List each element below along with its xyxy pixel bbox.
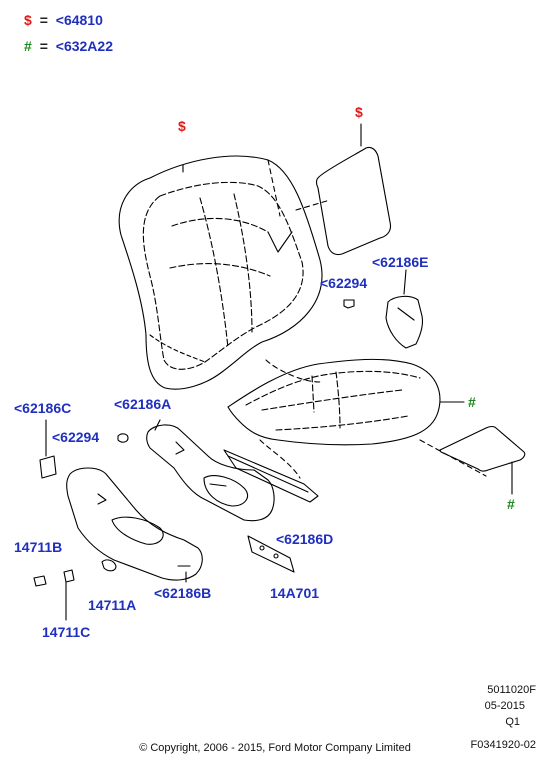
- hash-marker-pad: #: [507, 496, 515, 512]
- callout-62186a[interactable]: <62186A: [114, 396, 172, 412]
- dollar-marker-backrest: $: [178, 118, 186, 134]
- hash-marker-cushion: #: [468, 394, 476, 410]
- doc-code: 5011020F: [487, 684, 536, 696]
- outer-shield: [66, 467, 203, 583]
- small-parts: [33, 299, 355, 621]
- hash-symbol: #: [24, 38, 32, 54]
- dollar-marker-panel: $: [355, 104, 363, 120]
- legend-code: <632A22: [55, 38, 113, 54]
- legend-row-hash: # = <632A22: [24, 38, 113, 54]
- figure-id: F0341920-02: [470, 739, 536, 751]
- callout-62186e[interactable]: <62186E: [372, 254, 429, 270]
- seat-backrest: [118, 155, 331, 390]
- doc-quarter: Q1: [505, 716, 520, 728]
- inner-shield: [146, 419, 275, 522]
- cushion-pad: [439, 425, 526, 495]
- callout-62294-left[interactable]: <62294: [52, 429, 100, 445]
- seat-cushion: [227, 358, 465, 446]
- callout-14711a[interactable]: 14711A: [88, 597, 137, 613]
- callout-62186d[interactable]: <62186D: [276, 531, 334, 547]
- copyright-notice: © Copyright, 2006 - 2015, Ford Motor Com…: [139, 742, 411, 754]
- wire-guide: [259, 359, 487, 479]
- side-trim: [385, 269, 424, 349]
- back-panel: [315, 123, 392, 256]
- dollar-symbol: $: [24, 12, 32, 28]
- callout-62186b[interactable]: <62186B: [154, 585, 212, 601]
- legend-code: <64810: [55, 12, 103, 28]
- callout-14a701[interactable]: 14A701: [270, 585, 320, 601]
- equals-sign: =: [39, 38, 48, 54]
- legend-row-dollar: $ = <64810: [24, 12, 103, 28]
- callout-14711b[interactable]: 14711B: [14, 539, 63, 555]
- callout-14711c[interactable]: 14711C: [42, 624, 91, 640]
- mount-rail: [223, 449, 319, 503]
- callout-62186c[interactable]: <62186C: [14, 400, 72, 416]
- callout-62294-top[interactable]: <62294: [320, 275, 368, 291]
- doc-date: 05-2015: [484, 700, 525, 712]
- equals-sign: =: [39, 12, 48, 28]
